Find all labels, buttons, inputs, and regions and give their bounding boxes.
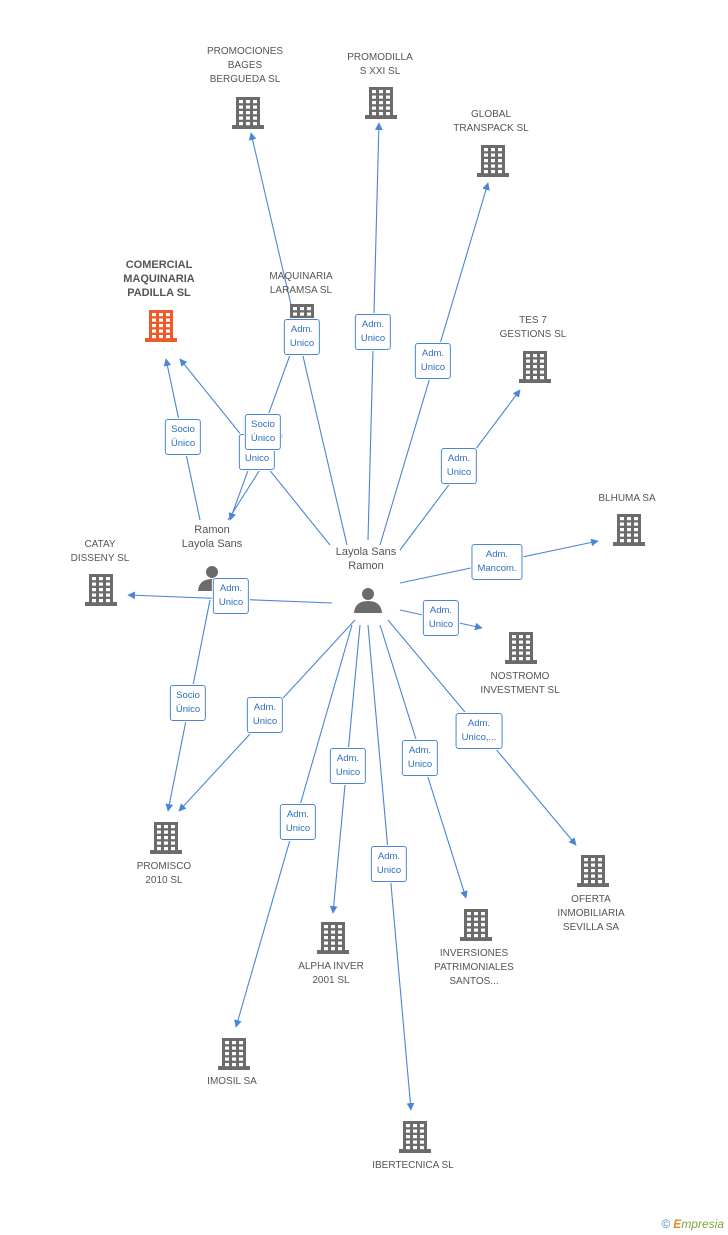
focus-company-label[interactable]: COMERCIAL MAQUINARIA PADILLA SL [123, 259, 195, 299]
company-building-icon[interactable] [519, 351, 551, 383]
company-name-label[interactable]: PROMODILLA S XXI SL [347, 52, 413, 77]
relationship-role-label[interactable]: Adm. Unico [414, 343, 452, 379]
relationship-role-label[interactable]: Socio Único [244, 414, 282, 450]
relationship-role-label[interactable]: Adm. Unico [422, 600, 460, 636]
company-name-label[interactable]: ALPHA INVER 2001 SL [298, 961, 364, 986]
relationship-role-label[interactable]: Adm. Unico [246, 697, 284, 733]
company-name-label[interactable]: TES 7 GESTIONS SL [499, 315, 567, 340]
company-building-icon[interactable] [365, 87, 397, 119]
company-name-label[interactable]: IMOSIL SA [207, 1076, 257, 1087]
relationship-role-label[interactable]: Adm. Unico [212, 578, 250, 614]
company-name-label[interactable]: NOSTROMO INVESTMENT SL [480, 671, 560, 696]
person-name-label[interactable]: Layola Sans Ramon [335, 546, 397, 572]
relationship-role-label[interactable]: Adm. Mancom. [471, 544, 523, 580]
company-building-icon[interactable] [85, 574, 117, 606]
company-name-label[interactable]: IBERTECNICA SL [372, 1160, 454, 1171]
relationship-role-label[interactable]: Adm. Unico [354, 314, 392, 350]
company-name-label[interactable]: OFERTA INMOBILIARIA SEVILLA SA [557, 894, 625, 933]
relationship-role-label[interactable]: Adm. Unico [279, 804, 317, 840]
copyright-symbol: © [661, 1217, 671, 1231]
relationship-role-label[interactable]: Adm. Unico [440, 448, 478, 484]
relationship-role-label[interactable]: Socio Único [169, 685, 207, 721]
company-building-icon[interactable] [460, 909, 492, 941]
company-name-label[interactable]: INVERSIONES PATRIMONIALES SANTOS... [434, 948, 514, 987]
company-building-icon[interactable] [232, 97, 264, 129]
company-building-icon[interactable] [505, 632, 537, 664]
relationship-role-label[interactable]: Adm. Unico [329, 748, 367, 784]
relationship-role-label[interactable]: Adm. Unico [401, 740, 439, 776]
brand-initial: E [673, 1217, 682, 1231]
brand-name: mpresia [681, 1217, 724, 1231]
relationship-role-label[interactable]: Adm. Unico [283, 319, 321, 355]
focus-company-building-icon[interactable] [145, 310, 177, 342]
company-building-icon[interactable] [150, 822, 182, 854]
relationship-role-label[interactable]: Socio Único [164, 419, 202, 455]
empresia-logo[interactable]: ©Empresia [661, 1217, 724, 1231]
company-building-icon[interactable] [399, 1121, 431, 1153]
person-name-label[interactable]: Ramon Layola Sans [181, 524, 243, 550]
company-name-label[interactable]: GLOBAL TRANSPACK SL [453, 109, 529, 134]
company-name-label[interactable]: BLHUMA SA [598, 493, 656, 504]
company-name-label[interactable]: PROMISCO 2010 SL [136, 861, 192, 886]
company-building-icon[interactable] [577, 855, 609, 887]
company-name-label[interactable]: MAQUINARIA LARAMSA SL [269, 271, 333, 296]
company-building-icon[interactable] [613, 514, 645, 546]
company-name-label[interactable]: PROMOCIONES BAGES BERGUEDA SL [206, 46, 284, 85]
relationship-role-label[interactable]: Adm. Unico,... [455, 713, 503, 749]
company-building-icon[interactable] [477, 145, 509, 177]
company-building-icon[interactable] [317, 922, 349, 954]
icons-layer [85, 87, 645, 1153]
company-building-icon[interactable] [218, 1038, 250, 1070]
relationship-role-label[interactable]: Adm. Unico [370, 846, 408, 882]
person-icon[interactable] [354, 588, 382, 613]
company-name-label[interactable]: CATAY DISSENY SL [70, 539, 130, 564]
